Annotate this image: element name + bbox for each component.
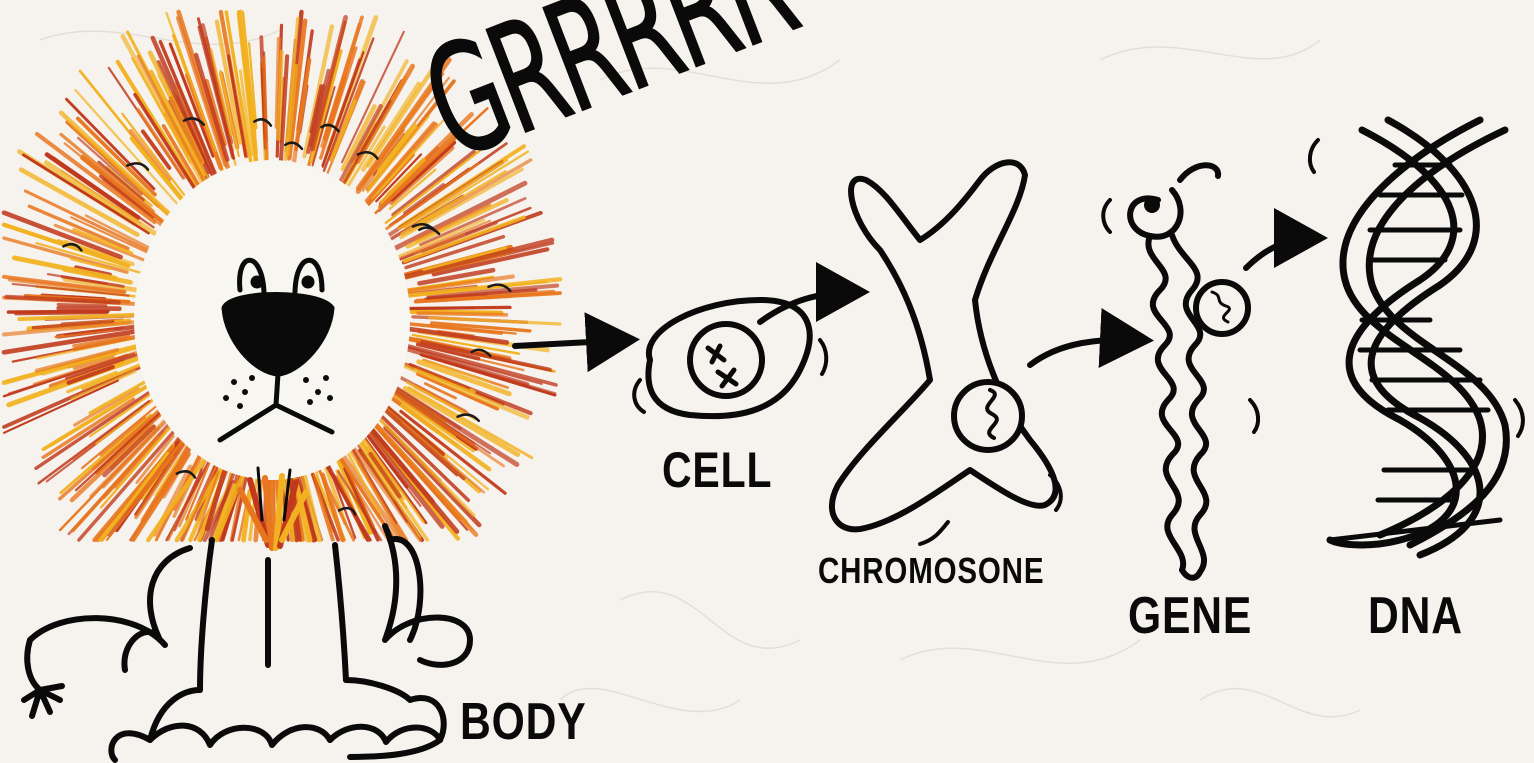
- arrow-body-to-cell: [515, 340, 628, 346]
- mane-stroke: [418, 313, 506, 315]
- mane-stroke: [58, 304, 106, 305]
- mane-stroke: [19, 315, 144, 320]
- arrow-chromosome-to-gene: [1030, 340, 1142, 365]
- cell-label: CELL: [662, 445, 772, 495]
- arrow-gene-to-dna: [1246, 238, 1316, 268]
- mane-stroke: [59, 308, 120, 309]
- dna-label: DNA: [1368, 590, 1463, 642]
- arrow-cell-to-chromosome: [760, 292, 858, 322]
- mane-stroke: [407, 307, 510, 308]
- lion-body: [24, 526, 470, 760]
- gene-label: GENE: [1128, 590, 1252, 642]
- chromosome-label: CHROMOSONE: [818, 553, 1044, 589]
- dna-drawing: [1310, 120, 1523, 555]
- chromosome-drawing: [832, 162, 1061, 544]
- gene-drawing: [1103, 165, 1258, 578]
- mane-stroke: [16, 312, 107, 313]
- cell-drawing: [634, 300, 826, 416]
- body-label: BODY: [460, 696, 586, 748]
